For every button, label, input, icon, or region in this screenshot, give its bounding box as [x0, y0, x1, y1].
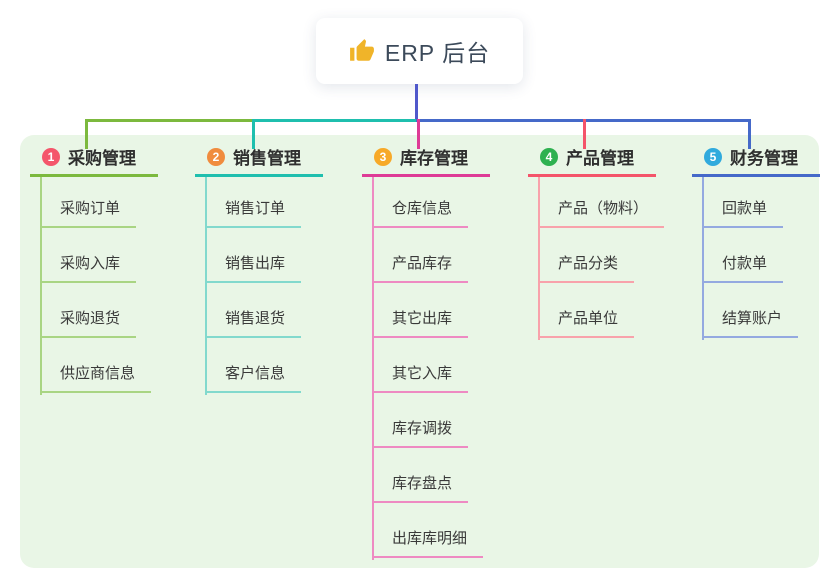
child-node[interactable]: 产品库存	[372, 248, 469, 283]
branch-badge: 3	[374, 147, 392, 166]
child-node[interactable]: 库存调拨	[372, 413, 469, 448]
child-node[interactable]: 回款单	[702, 193, 784, 228]
child-node[interactable]: 销售退货	[205, 303, 302, 338]
branch-badge: 2	[207, 147, 225, 166]
branch-label-text: 产品管理	[566, 149, 634, 168]
child-node[interactable]: 采购退货	[40, 303, 137, 338]
child-node[interactable]: 销售订单	[205, 193, 302, 228]
child-node[interactable]: 客户信息	[205, 358, 302, 393]
branch-label-text: 库存管理	[400, 149, 468, 168]
branch-node-5[interactable]: 5 财务管理	[692, 146, 820, 177]
root-title: ERP 后台	[384, 40, 491, 66]
child-spine-line	[702, 176, 704, 340]
child-node[interactable]: 产品（物料）	[538, 193, 665, 228]
child-node[interactable]: 采购订单	[40, 193, 137, 228]
branch-node-2[interactable]: 2 销售管理	[195, 146, 323, 177]
root-stem-line	[415, 84, 418, 122]
branch-node-4[interactable]: 4 产品管理	[528, 146, 656, 177]
child-node[interactable]: 库存盘点	[372, 468, 469, 503]
branch-panel	[20, 135, 819, 568]
branch-badge: 4	[540, 147, 558, 166]
branch-badge: 1	[42, 147, 60, 166]
child-node[interactable]: 销售出库	[205, 248, 302, 283]
thumbs-up-icon	[349, 38, 375, 64]
branch-drop-line	[252, 119, 255, 149]
child-node[interactable]: 仓库信息	[372, 193, 469, 228]
child-spine-line	[538, 176, 540, 340]
trunk-left-segment	[85, 119, 255, 122]
root-node[interactable]: ERP 后台	[316, 18, 523, 84]
trunk-mid-segment	[252, 119, 419, 122]
child-spine-line	[372, 176, 374, 560]
branch-drop-line	[417, 119, 420, 149]
child-node[interactable]: 付款单	[702, 248, 784, 283]
child-node[interactable]: 其它入库	[372, 358, 469, 393]
child-node[interactable]: 采购入库	[40, 248, 137, 283]
branch-drop-line	[748, 119, 751, 149]
child-spine-line	[40, 176, 42, 395]
branch-label-text: 采购管理	[68, 149, 136, 168]
child-node[interactable]: 供应商信息	[40, 358, 152, 393]
branch-label-text: 销售管理	[233, 149, 301, 168]
branch-drop-line	[583, 119, 586, 149]
child-node[interactable]: 出库库明细	[372, 523, 484, 558]
branch-node-1[interactable]: 1 采购管理	[30, 146, 158, 177]
branch-label-text: 财务管理	[730, 149, 798, 168]
child-spine-line	[205, 176, 207, 395]
branch-node-3[interactable]: 3 库存管理	[362, 146, 490, 177]
child-node[interactable]: 产品单位	[538, 303, 635, 338]
branch-badge: 5	[704, 147, 722, 166]
child-node[interactable]: 结算账户	[702, 303, 799, 338]
child-node[interactable]: 产品分类	[538, 248, 635, 283]
child-node[interactable]: 其它出库	[372, 303, 469, 338]
branch-drop-line	[85, 119, 88, 149]
